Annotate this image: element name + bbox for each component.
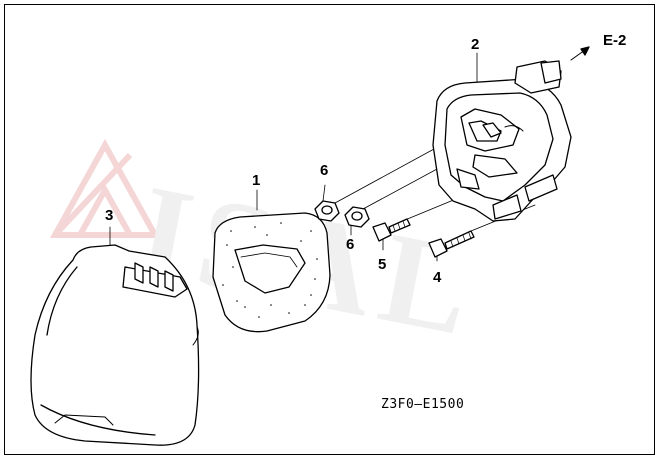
exploded-view-drawing xyxy=(30,46,590,446)
diagram-frame: ISAL xyxy=(4,4,655,455)
part-2-housing xyxy=(432,60,572,222)
part-6-grommet-upper xyxy=(314,200,340,222)
callout-6-upper: 6 xyxy=(320,162,329,179)
callout-4: 4 xyxy=(433,269,442,286)
part-1-seal xyxy=(212,212,331,333)
reference-arrow-icon xyxy=(570,46,590,61)
callout-3: 3 xyxy=(105,207,114,224)
drawing-code: Z3F0—E1500 xyxy=(381,397,465,412)
reference-label: E-2 xyxy=(603,32,627,49)
callout-6-lower: 6 xyxy=(346,236,355,253)
part-3-cover xyxy=(30,244,200,446)
callout-2: 2 xyxy=(471,36,480,53)
watermark-logo xyxy=(49,138,161,238)
callout-5: 5 xyxy=(378,256,387,273)
part-5-bolt xyxy=(372,218,411,242)
part-6-grommet-lower xyxy=(344,206,370,228)
part-4-screw xyxy=(428,230,475,258)
callout-1: 1 xyxy=(252,172,261,189)
